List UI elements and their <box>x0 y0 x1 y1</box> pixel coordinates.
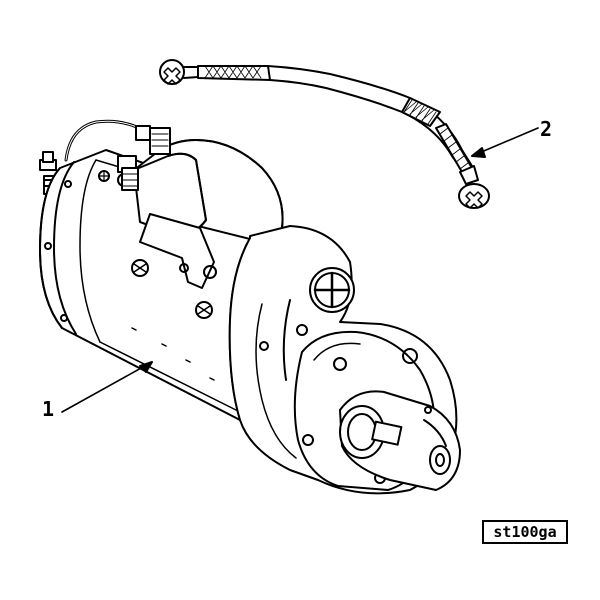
callout-leader-2 <box>471 127 539 158</box>
strap-ring-terminal-left <box>159 59 199 85</box>
callout-label-2: 2 <box>540 117 553 141</box>
callout-label-1: 1 <box>42 397 55 421</box>
ground-strap <box>159 59 490 209</box>
drive-housing <box>228 225 461 495</box>
housing-screws <box>131 259 215 381</box>
figure-id-label: st100ga <box>482 520 568 544</box>
callout-leader-1 <box>61 361 153 413</box>
strap-ring-terminal-right <box>458 165 490 209</box>
starter-motor <box>39 119 461 495</box>
